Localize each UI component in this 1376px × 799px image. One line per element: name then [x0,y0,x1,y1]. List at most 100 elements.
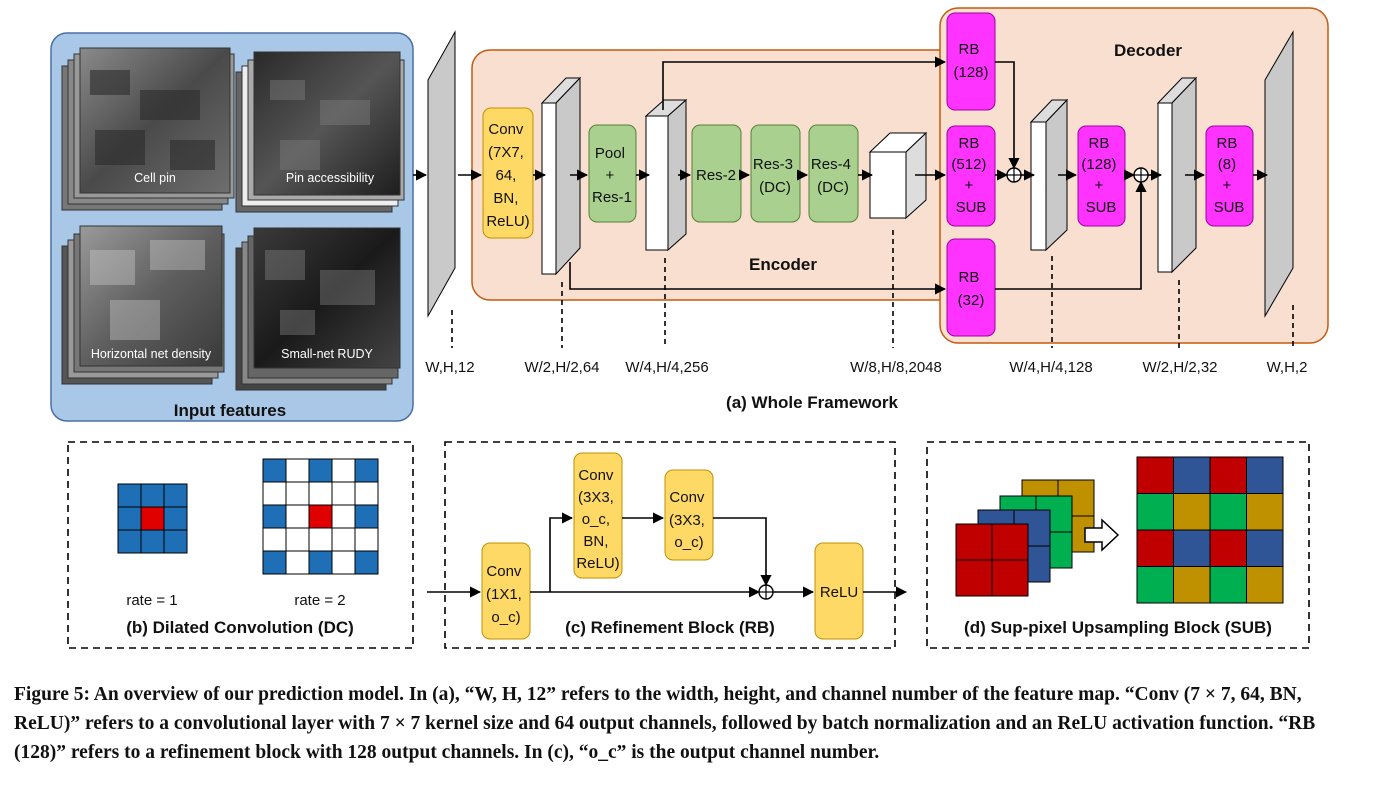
svg-text:RB (8) + SUB: RB (8) + SUB [1214,135,1245,216]
kernel-cell [163,529,188,554]
upsampled-cell [1246,456,1284,494]
conv3x3-bn-relu-block: Conv (3X3, o_c, BN, ReLU) [573,452,623,579]
svg-text:Conv (3X3, o_c: Conv (3X3, o_c, BN, ReLU) [576,467,619,572]
res3-block: Res-3 (DC) [750,124,801,223]
upsampled-cell [1209,456,1247,494]
rb32-block: RB (32) [946,238,996,337]
kernel-cell [308,504,333,529]
kernel-cell [163,506,188,531]
svg-text:W,H,12: W,H,12 [425,359,474,376]
kernel-cell [331,550,356,575]
svg-text:RB (128): RB (128) [953,41,988,81]
channel-stack [955,479,1095,597]
conv1x1-block: Conv (1X1, o_c) [481,542,531,640]
kernel-cell [308,550,333,575]
kernel-cell [285,458,310,483]
grid-rate-1 [117,483,188,554]
kernel-cell [163,483,188,508]
upsampled-cell [1173,566,1211,604]
figure-canvas: Cell pin Pin accessibility Horizontal ne… [50,7,1329,649]
kernel-cell [331,481,356,506]
small-net-rudy-label: Small-net RUDY [281,347,373,361]
conv3x3-block: Conv (3X3, o_c) [664,469,714,561]
svg-text:RB (128) + S: RB (128) + SUB [1081,135,1120,216]
rate-1-label: rate = 1 [126,592,177,609]
upsampled-cell [1173,456,1211,494]
input-features-panel: Cell pin Pin accessibility Horizontal ne… [50,32,414,422]
svg-text:Res-4 (DC): Res-4 (DC) [811,156,855,196]
framework-title: (a) Whole Framework [726,393,898,412]
upsample-arrow-icon [1084,518,1120,552]
kernel-cell [354,550,379,575]
svg-text:W/2,H/2,32: W/2,H/2,32 [1142,359,1217,376]
panel-b-dilated-convolution: rate = 1 rate = 2 (b) Dilated Convolutio… [67,441,414,649]
framework-arrows [413,56,1269,295]
feature-map-w2-32 [1156,76,1198,274]
kernel-cell [262,481,287,506]
cell-pin-map: Cell pin [61,47,235,211]
svg-text:Conv (3X3, o_c: Conv (3X3, o_c) [669,489,709,551]
channel-cell [991,559,1029,597]
upsampled-cell [1209,566,1247,604]
feature-map-output [1264,30,1294,318]
svg-text:W/4,H/4,128: W/4,H/4,128 [1009,359,1092,376]
kernel-cell [331,458,356,483]
encoder-title: Encoder [749,255,817,274]
upsampled-cell [1246,493,1284,531]
svg-text:Conv (7X7, 64,: Conv (7X7, 64, BN, ReLU) [486,121,529,230]
kernel-cell [285,527,310,552]
kernel-cell [285,550,310,575]
upsampled-cell [1136,493,1174,531]
pin-accessibility-label: Pin accessibility [286,171,375,185]
feature-map-w4-256 [644,98,688,252]
kernel-cell [285,481,310,506]
upsampled-cell [1209,529,1247,567]
feature-map-w8-2048 [868,131,928,220]
svg-text:Conv (1X1, o_c: Conv (1X1, o_c) [486,563,526,626]
panel-b-title: (b) Dilated Convolution (DC) [126,618,354,637]
svg-text:Res-2: Res-2 [696,167,736,184]
panel-c-refinement-block: Conv (1X1, o_c) Conv (3X3, o_c, BN, ReLU… [427,441,908,649]
small-net-rudy-map: Small-net RUDY [235,227,401,391]
decoder-title: Decoder [1114,41,1182,60]
upsampled-cell [1246,566,1284,604]
kernel-cell [117,529,142,554]
svg-text:Pool + Res-1: Pool + Res-1 [592,145,632,206]
feature-map-w4-128 [1029,98,1069,252]
pin-accessibility-map: Pin accessibility [235,51,405,213]
upsampled-grid [1136,456,1284,604]
horizontal-net-density-label: Horizontal net density [91,347,212,361]
dimension-markers [451,230,1294,348]
kernel-cell [354,504,379,529]
upsampled-cell [1209,493,1247,531]
kernel-cell [140,506,165,531]
kernel-cell [140,529,165,554]
input-features-title: Input features [174,401,286,420]
upsampled-cell [1173,529,1211,567]
kernel-cell [262,550,287,575]
grid-rate-2 [262,458,379,575]
rate-2-label: rate = 2 [294,592,345,609]
kernel-cell [140,483,165,508]
svg-text:W/2,H/2,64: W/2,H/2,64 [524,359,599,376]
kernel-cell [354,458,379,483]
rb128-top-block: RB (128) [946,12,996,111]
horizontal-net-density-map: Horizontal net density [61,225,225,385]
kernel-cell [262,527,287,552]
panel-d-sup-pixel-upsampling: (d) Sup-pixel Upsampling Block (SUB) [926,441,1310,649]
svg-text:ReLU: ReLU [820,584,858,601]
kernel-cell [308,458,333,483]
pool-res1-block: Pool + Res-1 [588,124,637,223]
rb128-sub-block: RB (128) + SUB [1077,125,1126,227]
channel-cell [955,559,993,597]
dimension-labels: W,H,12 W/2,H/2,64 W/4,H/4,256 W/8,H/8,20… [425,359,1307,376]
panel-c-title: (c) Refinement Block (RB) [565,618,775,637]
kernel-cell [308,527,333,552]
kernel-cell [308,481,333,506]
kernel-cell [262,504,287,529]
cell-pin-label: Cell pin [134,171,176,185]
upsampled-cell [1136,566,1174,604]
kernel-cell [285,504,310,529]
upsampled-cell [1173,493,1211,531]
rb512-sub-block: RB (512) + SUB [946,125,996,227]
